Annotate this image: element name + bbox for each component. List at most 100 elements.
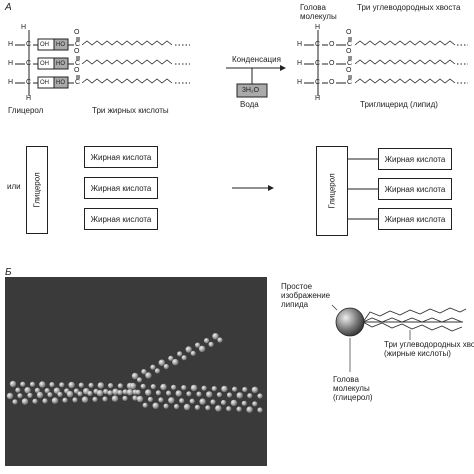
chem-r-o-a3: O [346, 67, 352, 74]
fatty-acid-box-1-label: Жирная кислота [90, 152, 152, 162]
condensation-label: Конденсация [232, 55, 281, 64]
atom [230, 399, 238, 407]
chem-oh-3: OH [40, 80, 49, 86]
atom [236, 406, 242, 412]
atom [226, 392, 233, 398]
fatty-acid-box-r2-label: Жирная кислота [384, 184, 446, 194]
chem-o-a1: O [74, 29, 80, 36]
atom [206, 391, 213, 398]
atom [72, 397, 78, 403]
chem-r-c-a2: C [347, 60, 353, 67]
panel-a-label: А [5, 2, 12, 13]
atom [59, 382, 65, 388]
atom [42, 398, 48, 404]
atom [181, 355, 187, 361]
atom [220, 399, 227, 406]
atom [145, 389, 152, 396]
atom [32, 398, 38, 404]
atom [158, 397, 164, 403]
atom [147, 396, 153, 402]
atom [126, 389, 134, 396]
chem-r-h-3: H [297, 79, 303, 86]
chem-ho-1: HO [56, 42, 65, 48]
atom [163, 403, 169, 409]
chem-r-c-1: C [315, 41, 321, 48]
atom [185, 346, 192, 353]
atom [252, 401, 258, 407]
fatty-acid-box-3: Жирная кислота [84, 208, 158, 230]
atom [163, 363, 169, 370]
chem-r-h-top: H [315, 24, 321, 31]
atom [107, 390, 113, 396]
atom [241, 400, 247, 406]
atom [24, 387, 31, 394]
chem-ho-3: HO [56, 80, 65, 86]
atom [68, 381, 75, 389]
glycerol-box-left-label: Глицерол [32, 172, 42, 208]
chem-c-a2: C [75, 60, 81, 67]
atom [168, 355, 174, 361]
atom [246, 406, 253, 413]
chem-r-c-2: C [315, 60, 321, 67]
atom [154, 368, 160, 374]
atom [175, 390, 182, 397]
chem-h-1: H [8, 41, 14, 48]
atom [102, 396, 108, 402]
molecular-model-atoms [6, 333, 263, 413]
atom [96, 389, 104, 397]
atom [88, 382, 94, 388]
chem-c-1: C [26, 41, 32, 48]
tails-label-2: (жирные кислоты) [384, 349, 451, 358]
head2-label-1: Голова [333, 375, 359, 384]
glycerol-box-right: Глицерол [316, 146, 348, 236]
fatty-acid-box-1: Жирная кислота [84, 146, 158, 168]
three-fatty-acids-label: Три жирных кислоты [92, 106, 169, 115]
atom [62, 397, 68, 403]
chem-r-o-a2: O [346, 48, 352, 55]
chem-oh-2: OH [40, 61, 49, 67]
atom [17, 393, 23, 399]
atom [166, 390, 172, 396]
chem-r-h-1: H [297, 41, 303, 48]
chem-r-c-a1: C [347, 41, 353, 48]
atom [108, 383, 114, 389]
atom [198, 345, 206, 352]
glycerol-box-right-label: Глицерол [327, 173, 337, 209]
simple-label-3: липида [281, 300, 309, 309]
chem-h-bottom: H [26, 95, 32, 102]
atom [247, 393, 253, 399]
atom [158, 359, 165, 366]
chem-r-o-2: O [329, 60, 335, 67]
molecular-model-photo [5, 277, 267, 466]
atom [221, 385, 228, 393]
fatty-acid-box-r3-label: Жирная кислота [384, 214, 446, 224]
atom [215, 405, 222, 412]
atom [242, 386, 248, 393]
atom [47, 392, 53, 398]
glycerol-box-left: Глицерол [26, 146, 48, 234]
atom [9, 380, 17, 388]
atom [160, 383, 167, 391]
atom [44, 388, 50, 394]
chem-r-o-3: O [329, 79, 335, 86]
fatty-acid-box-r2: Жирная кислота [378, 178, 452, 200]
chem-r-h-2: H [297, 60, 303, 67]
chem-c-a1: C [75, 41, 81, 48]
chem-o-a3: O [74, 67, 80, 74]
atom [131, 372, 139, 380]
atom [216, 392, 222, 398]
atom [195, 342, 201, 348]
chem-c-a3: C [75, 79, 81, 86]
chem-c-3: C [26, 79, 32, 86]
atom [150, 364, 156, 370]
chem-h-3: H [8, 79, 14, 86]
atom [51, 397, 59, 404]
fatty-acid-box-r1: Жирная кислота [378, 148, 452, 170]
atom [87, 390, 93, 396]
fatty-acid-box-3-label: Жирная кислота [90, 214, 152, 224]
atom [135, 389, 141, 395]
atom [142, 402, 148, 408]
atom [217, 337, 223, 343]
atom [122, 395, 128, 401]
